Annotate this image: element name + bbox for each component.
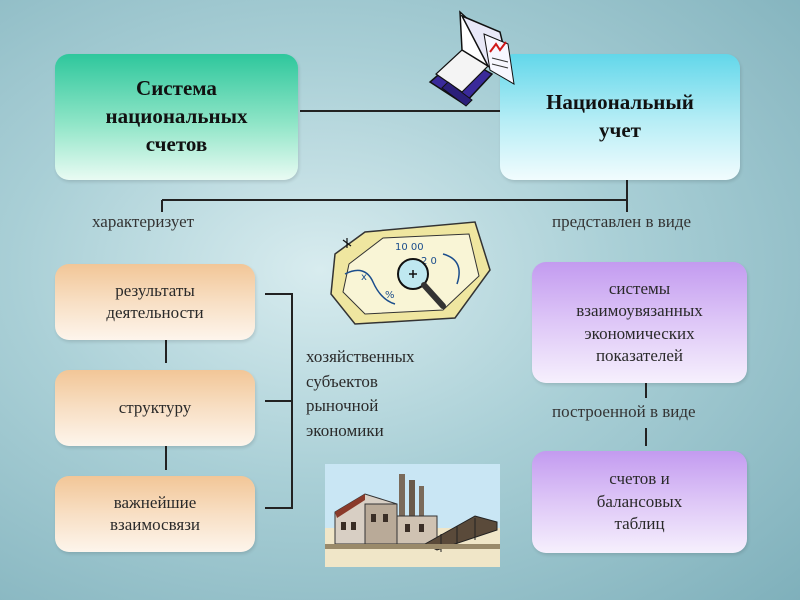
factory-icon [325, 464, 500, 567]
right-box-accounts: счетов и балансовых таблиц [532, 451, 747, 553]
left-box-results-label: результаты деятельности [106, 280, 204, 322]
label-presented-as: представлен в виде [552, 212, 692, 231]
book-icon [428, 10, 515, 107]
left-box-results: результаты деятельности [55, 264, 255, 340]
svg-text:%: % [385, 290, 395, 301]
label-characterizes: характеризует [92, 212, 195, 231]
svg-text:x: x [361, 272, 367, 283]
left-box-structure-label: структуру [118, 397, 192, 417]
left-box-relationships: важнейшие взаимосвязи [55, 476, 255, 552]
system-of-national-accounts-box: Система национальных счетов [55, 54, 298, 180]
right-box-indicators: системы взаимоувязанных экономических по… [532, 262, 747, 383]
right-box-accounts-label: счетов и балансовых таблиц [596, 469, 683, 534]
left-box-relationships-label: важнейшие взаимосвязи [109, 492, 201, 534]
magnifier-document-icon: 10 00 2 0 x % [330, 221, 491, 325]
svg-text:2 0: 2 0 [421, 256, 437, 267]
right-box-indicators-label: системы взаимоувязанных экономических по… [576, 278, 703, 365]
national-accounting-box: Национальный учет [500, 54, 740, 180]
middle-text: хозяйственных субъектов рыночной экономи… [306, 347, 415, 440]
svg-text:10 00: 10 00 [395, 242, 424, 253]
left-top-label: Система национальных счетов [105, 76, 248, 156]
left-box-structure: структуру [55, 370, 255, 446]
right-top-label: Национальный учет [546, 90, 694, 142]
label-built-as: построенной в виде [552, 402, 696, 421]
